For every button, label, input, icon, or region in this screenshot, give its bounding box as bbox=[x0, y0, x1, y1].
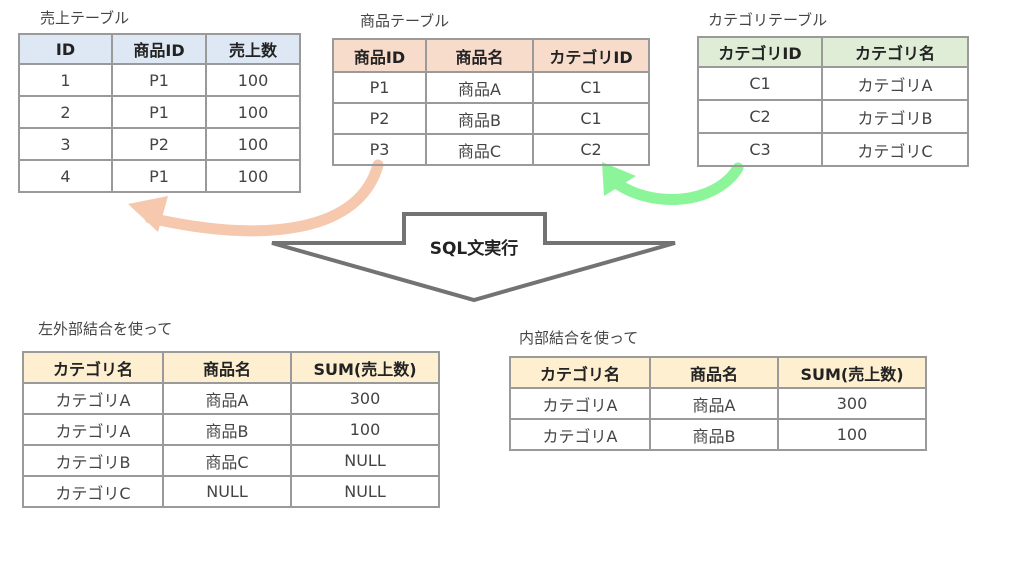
table-cell: 100 bbox=[290, 413, 440, 446]
table-cell: カテゴリA bbox=[821, 66, 969, 101]
table-cell: 商品A bbox=[162, 382, 292, 415]
table-row: カテゴリC NULL NULL bbox=[22, 475, 440, 508]
table-cell: NULL bbox=[290, 475, 440, 508]
peach-curved-arrow bbox=[144, 159, 384, 237]
green-curved-arrow bbox=[606, 162, 744, 205]
column-header-product-name: 商品名 bbox=[162, 351, 292, 384]
table-cell: C1 bbox=[532, 102, 650, 135]
table-cell: 100 bbox=[205, 127, 301, 161]
product-table-caption: 商品テーブル bbox=[360, 12, 450, 30]
table-cell: 100 bbox=[205, 159, 301, 193]
peach-arrow-head bbox=[128, 196, 168, 232]
table-cell: カテゴリA bbox=[509, 387, 651, 420]
column-header-category-name: カテゴリ名 bbox=[22, 351, 164, 384]
green-arrow-head bbox=[602, 162, 636, 196]
table-cell: P2 bbox=[111, 127, 207, 161]
table-cell: P1 bbox=[111, 63, 207, 97]
table-cell: C3 bbox=[697, 132, 823, 167]
table-header-row: 商品ID 商品名 カテゴリID bbox=[332, 38, 650, 73]
table-header-row: カテゴリID カテゴリ名 bbox=[697, 36, 969, 68]
column-header-sum-quantity: SUM(売上数) bbox=[777, 356, 927, 389]
table-cell: C1 bbox=[532, 71, 650, 104]
column-header-id: ID bbox=[18, 33, 113, 65]
table-cell: 商品A bbox=[649, 387, 779, 420]
column-header-quantity: 売上数 bbox=[205, 33, 301, 65]
column-header-sum-quantity: SUM(売上数) bbox=[290, 351, 440, 384]
product-table: 商品ID 商品名 カテゴリID P1 商品A C1 P2 商品B C1 P3 商… bbox=[332, 38, 650, 166]
table-header-row: カテゴリ名 商品名 SUM(売上数) bbox=[509, 356, 927, 389]
column-header-category-name: カテゴリ名 bbox=[509, 356, 651, 389]
table-cell: カテゴリC bbox=[22, 475, 164, 508]
table-cell: カテゴリA bbox=[22, 382, 164, 415]
table-cell: NULL bbox=[290, 444, 440, 477]
table-cell: C2 bbox=[532, 133, 650, 166]
column-header-product-name: 商品名 bbox=[425, 38, 534, 73]
table-cell: 商品C bbox=[425, 133, 534, 166]
table-cell: 4 bbox=[18, 159, 113, 193]
table-cell: 商品B bbox=[425, 102, 534, 135]
table-row: 1 P1 100 bbox=[18, 63, 301, 97]
table-cell: 商品A bbox=[425, 71, 534, 104]
column-header-product-id: 商品ID bbox=[111, 33, 207, 65]
table-cell: カテゴリB bbox=[821, 99, 969, 134]
left-join-result-table: カテゴリ名 商品名 SUM(売上数) カテゴリA 商品A 300 カテゴリA 商… bbox=[22, 351, 440, 508]
table-cell: 商品B bbox=[162, 413, 292, 446]
table-row: カテゴリA 商品B 100 bbox=[22, 413, 440, 446]
table-row: カテゴリB 商品C NULL bbox=[22, 444, 440, 477]
table-row: P1 商品A C1 bbox=[332, 71, 650, 104]
table-row: カテゴリA 商品B 100 bbox=[509, 418, 927, 451]
table-cell: C2 bbox=[697, 99, 823, 134]
table-row: 3 P2 100 bbox=[18, 127, 301, 161]
table-row: カテゴリA 商品A 300 bbox=[509, 387, 927, 420]
table-cell: 300 bbox=[777, 387, 927, 420]
table-cell: P3 bbox=[332, 133, 427, 166]
table-cell: カテゴリA bbox=[509, 418, 651, 451]
sql-arrow-label: SQL文実行 bbox=[429, 239, 519, 259]
sql-down-arrow bbox=[271, 212, 676, 303]
table-row: C2 カテゴリB bbox=[697, 99, 969, 134]
table-cell: C1 bbox=[697, 66, 823, 101]
column-header-category-name: カテゴリ名 bbox=[821, 36, 969, 68]
table-cell: 300 bbox=[290, 382, 440, 415]
left-join-caption: 左外部結合を使って bbox=[38, 320, 173, 338]
table-cell: 3 bbox=[18, 127, 113, 161]
table-cell: P2 bbox=[332, 102, 427, 135]
column-header-category-id: カテゴリID bbox=[697, 36, 823, 68]
table-cell: 商品C bbox=[162, 444, 292, 477]
table-cell: NULL bbox=[162, 475, 292, 508]
table-cell: P1 bbox=[332, 71, 427, 104]
category-table: カテゴリID カテゴリ名 C1 カテゴリA C2 カテゴリB C3 カテゴリC bbox=[697, 36, 969, 167]
table-cell: P1 bbox=[111, 95, 207, 129]
table-header-row: ID 商品ID 売上数 bbox=[18, 33, 301, 65]
table-row: P2 商品B C1 bbox=[332, 102, 650, 135]
table-cell: 2 bbox=[18, 95, 113, 129]
table-row: カテゴリA 商品A 300 bbox=[22, 382, 440, 415]
table-cell: 100 bbox=[205, 95, 301, 129]
category-table-caption: カテゴリテーブル bbox=[708, 11, 828, 29]
table-cell: 商品B bbox=[649, 418, 779, 451]
table-row: P3 商品C C2 bbox=[332, 133, 650, 166]
column-header-category-id: カテゴリID bbox=[532, 38, 650, 73]
table-row: C3 カテゴリC bbox=[697, 132, 969, 167]
table-header-row: カテゴリ名 商品名 SUM(売上数) bbox=[22, 351, 440, 384]
table-cell: P1 bbox=[111, 159, 207, 193]
sales-table: ID 商品ID 売上数 1 P1 100 2 P1 100 3 P2 100 4… bbox=[18, 33, 301, 193]
table-cell: カテゴリA bbox=[22, 413, 164, 446]
inner-join-caption: 内部結合を使って bbox=[519, 329, 639, 347]
table-cell: カテゴリC bbox=[821, 132, 969, 167]
column-header-product-name: 商品名 bbox=[649, 356, 779, 389]
column-header-product-id: 商品ID bbox=[332, 38, 427, 73]
table-cell: 100 bbox=[205, 63, 301, 97]
table-row: C1 カテゴリA bbox=[697, 66, 969, 101]
table-cell: カテゴリB bbox=[22, 444, 164, 477]
table-cell: 1 bbox=[18, 63, 113, 97]
inner-join-result-table: カテゴリ名 商品名 SUM(売上数) カテゴリA 商品A 300 カテゴリA 商… bbox=[509, 356, 927, 451]
table-cell: 100 bbox=[777, 418, 927, 451]
table-row: 4 P1 100 bbox=[18, 159, 301, 193]
sales-table-caption: 売上テーブル bbox=[40, 9, 130, 27]
table-row: 2 P1 100 bbox=[18, 95, 301, 129]
